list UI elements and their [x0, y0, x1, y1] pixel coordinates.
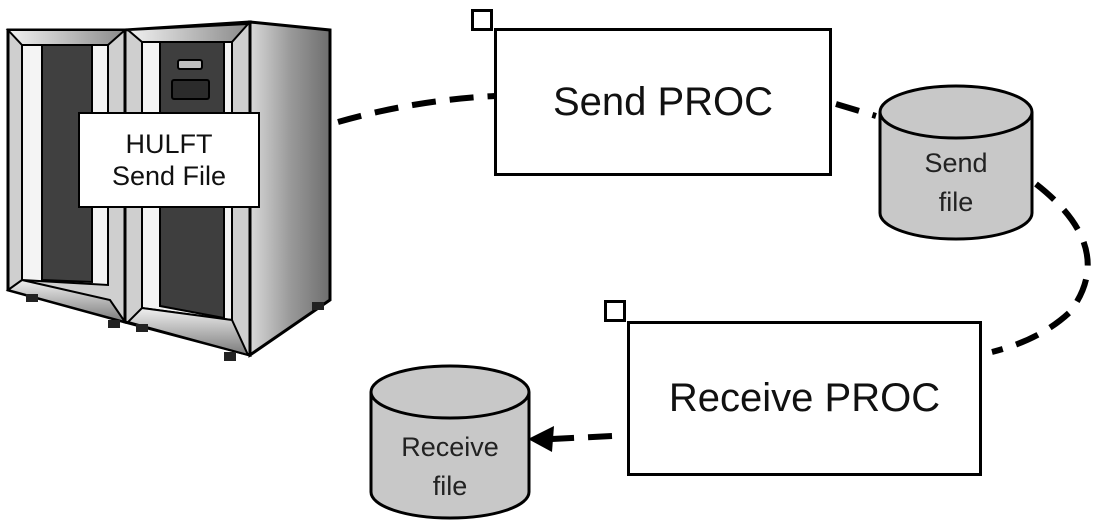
receive-proc-marker: [604, 300, 626, 322]
connector-send-file-to-receive-proc: [991, 181, 1091, 355]
send-proc-label: Send PROC: [552, 79, 774, 124]
receive-file-label-line2: file: [432, 471, 468, 502]
connector-server-to-send-proc: [337, 93, 496, 125]
receive-file-label: Receive file: [371, 428, 529, 506]
send-file-cylinder-icon: [878, 84, 1034, 241]
send-proc-box[interactable]: Send PROC: [494, 28, 832, 176]
send-file-label: Send file: [880, 144, 1032, 222]
server-label-line2: Send File: [111, 161, 227, 191]
receive-file-label-line1: Receive: [401, 432, 499, 462]
send-file-label-line1: Send: [924, 148, 988, 178]
server-label-line1: HULFT: [125, 128, 213, 159]
display-panel: [171, 79, 210, 100]
receive-proc-label: Receive PROC: [668, 376, 941, 420]
connector-receive-proc-to-receive-file: [551, 433, 613, 442]
server-label: HULFT Send File: [78, 112, 260, 208]
send-proc-marker: [471, 9, 493, 31]
send-file-label-line2: file: [938, 187, 974, 218]
indicator-light: [177, 59, 203, 70]
receive-file-cylinder-icon: [369, 364, 531, 520]
connector-send-proc-to-send-file: [835, 101, 877, 119]
arrowhead-icon: [528, 426, 554, 452]
receive-proc-box[interactable]: Receive PROC: [627, 321, 982, 476]
server-rack-icon: [5, 20, 332, 361]
